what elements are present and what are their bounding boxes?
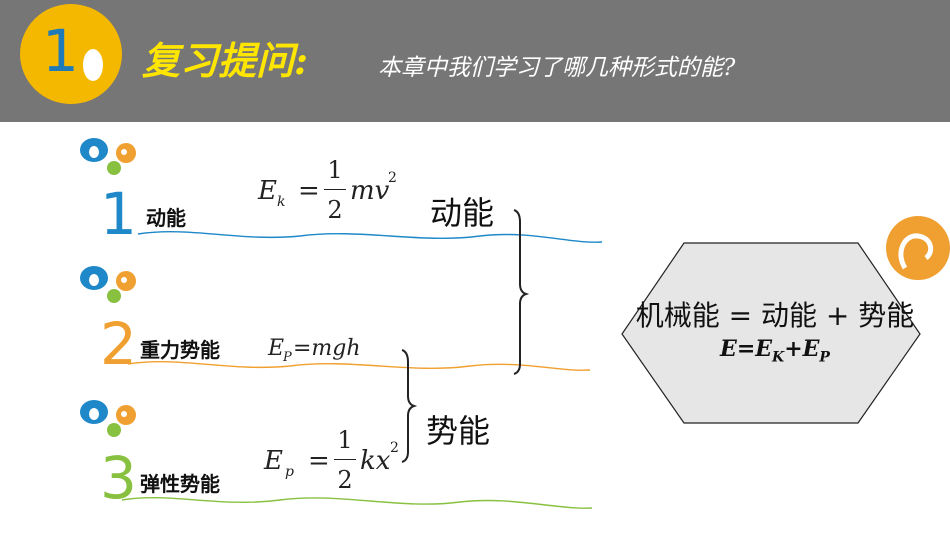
formula-elastic-den: 2 [337, 466, 353, 494]
item-label-2: 重力势能 [140, 338, 220, 362]
summary-hexagon [621, 242, 921, 424]
summary-equation: E=EK+EP [630, 336, 920, 365]
header-bar [0, 0, 950, 122]
item-label-3: 弹性势能 [140, 472, 220, 496]
item-number-1: 1 [100, 180, 137, 248]
fraction-bar [324, 189, 346, 190]
formula-elastic-eq: = [308, 446, 330, 476]
section-number: 1 [42, 17, 79, 85]
formula-elastic-num: 1 [337, 426, 353, 454]
category-kinetic: 动能 [430, 194, 495, 232]
formula-gravity-E: E [268, 336, 285, 361]
summary-line-1: 机械能 = 动能 + 势能 [635, 299, 915, 332]
section-title: 复习提问: [142, 38, 309, 83]
formula-kinetic-den: 2 [327, 196, 343, 224]
summary-eq-plus: +E [784, 336, 820, 362]
brace-potential [401, 349, 418, 463]
wave-line-blue [137, 231, 603, 243]
formula-elastic-rest: kx [360, 446, 391, 476]
egg-icon [83, 49, 103, 81]
formula-elastic-sup: 2 [390, 440, 399, 456]
summary-eq-K: K [772, 349, 785, 366]
item-number-2: 2 [100, 310, 137, 378]
flower-icon-2 [80, 266, 136, 303]
section-number-badge: 1 [20, 4, 122, 104]
formula-kinetic-sup: 2 [388, 170, 397, 186]
brace-kinetic [513, 209, 530, 375]
formula-kinetic-rest: mv [350, 176, 390, 206]
summary-eq-P: P [819, 349, 830, 366]
item-label-1: 动能 [146, 206, 186, 230]
formula-kinetic-num: 1 [327, 156, 343, 184]
item-number-3: 3 [100, 444, 137, 512]
formula-kinetic-E: E [258, 176, 277, 206]
wave-line-orange [127, 361, 591, 371]
category-potential: 势能 [426, 412, 491, 450]
formula-kinetic-sub: k [277, 194, 286, 210]
fraction-bar [334, 459, 356, 460]
egg-deco-icon [886, 216, 950, 280]
formula-gravity-rest: =mgh [293, 336, 361, 361]
formula-elastic-E: E [264, 446, 283, 476]
flower-icon-1 [80, 138, 136, 175]
summary-eq-E: E=E [720, 336, 773, 362]
question-text: 本章中我们学习了哪几种形式的能? [378, 55, 736, 81]
wave-line-green [121, 497, 593, 509]
formula-elastic-sub: p [285, 464, 294, 480]
formula-kinetic-eq: = [298, 176, 320, 206]
flower-icon-3 [80, 400, 136, 437]
formula-gravity-sub: P [283, 350, 292, 365]
